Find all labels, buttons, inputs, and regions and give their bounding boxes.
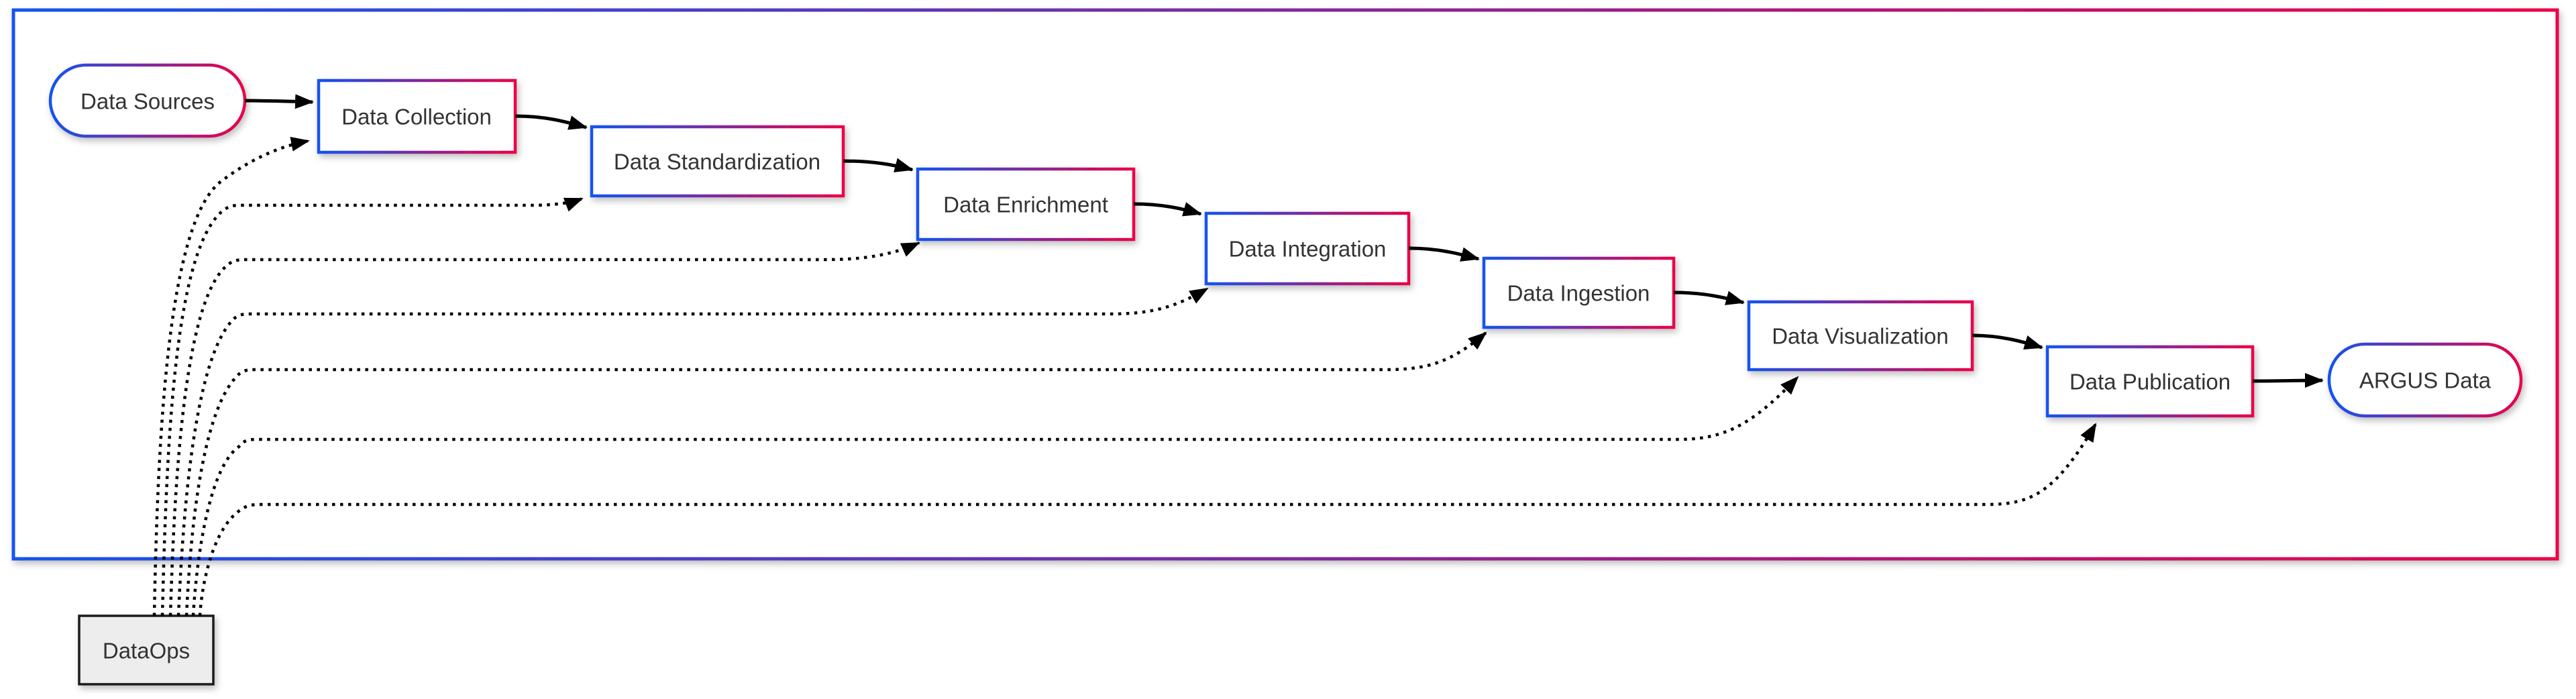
edge-dataops-to-collection [152,136,310,616]
edge-enrichment-to-integration [1133,202,1202,217]
edge-ingestion-to-visualization [1673,290,1745,305]
node-label: Data Visualization [1772,324,1949,349]
node-data-publication: Data Publication [2045,345,2255,418]
node-dataops: DataOps [78,614,215,686]
node-data-visualization: Data Visualization [1747,300,1974,372]
node-data-collection: Data Collection [317,78,517,154]
node-data-enrichment: Data Enrichment [916,167,1136,241]
edge-dataops-to-ingestion [184,331,1487,616]
node-label: Data Publication [2070,370,2231,394]
node-label: Data Integration [1229,237,1387,262]
node-argus-data: ARGUS Data [2327,342,2523,418]
edge-dataops-to-visualization [191,376,1799,616]
edge-visualization-to-publication [1972,333,2043,350]
node-label: Data Ingestion [1507,281,1650,306]
node-data-integration: Data Integration [1204,211,1411,286]
node-label: ARGUS Data [2359,368,2491,393]
node-data-sources: Data Sources [48,63,247,138]
edge-collection-to-standardization [515,114,588,130]
node-label: Data Collection [341,105,492,129]
node-label: Data Standardization [614,150,820,174]
node-data-ingestion: Data Ingestion [1482,256,1676,329]
edge-publication-to-argus [2252,373,2324,388]
node-label: DataOps [103,639,190,663]
edge-standardization-to-enrichment [843,158,914,172]
edge-dataops-to-standardization [160,197,584,616]
edge-sources-to-collection [244,94,314,109]
node-data-standardization: Data Standardization [590,125,845,198]
edge-integration-to-ingestion [1408,246,1480,262]
node-label: Data Enrichment [943,193,1108,217]
node-label: Data Sources [80,89,215,114]
edge-dataops-to-publication [198,423,2097,616]
